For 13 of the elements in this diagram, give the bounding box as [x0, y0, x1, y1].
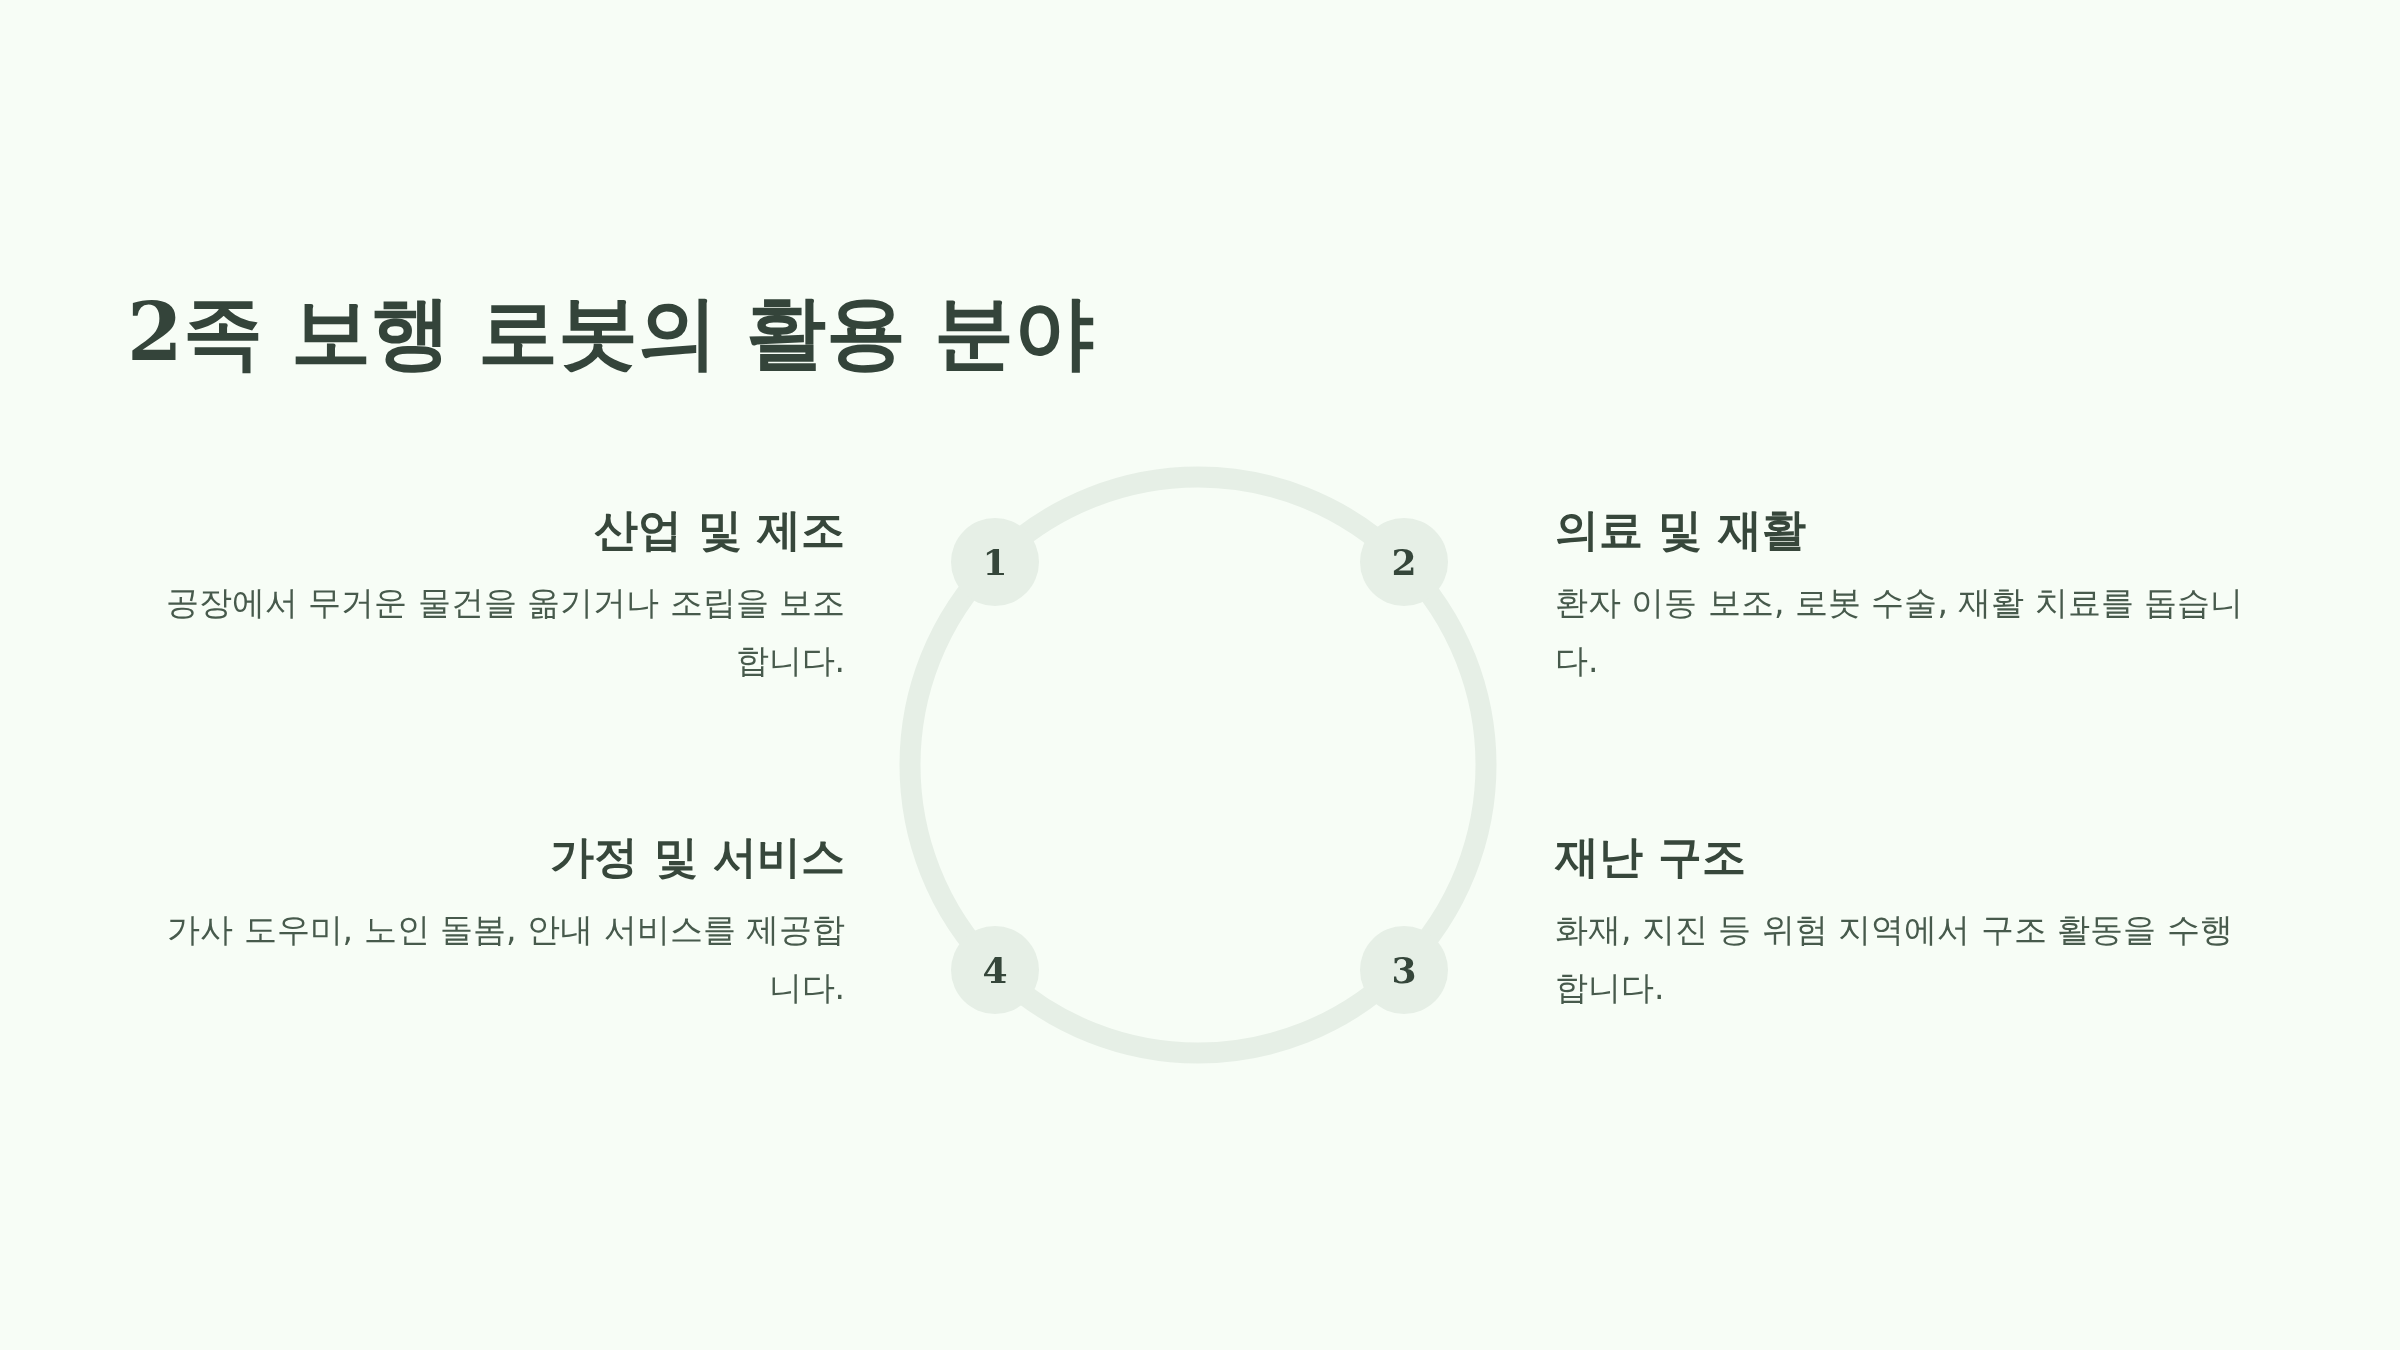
heading: 가정 및 서비스 [549, 830, 845, 884]
number-badge: 3 [1360, 926, 1448, 1014]
description: 환자 이동 보조, 로봇 수술, 재활 치료를 돕습니다. [1555, 582, 2245, 682]
description: 공장에서 무거운 물건을 옮기거나 조립을 보조합니다. [164, 582, 845, 682]
heading: 재난 구조 [1555, 830, 1748, 884]
number-badge: 2 [1360, 518, 1448, 606]
description: 화재, 지진 등 위험 지역에서 구조 활동을 수행합니다. [1555, 909, 2234, 1009]
description: 가사 도우미, 노인 돌봄, 안내 서비스를 제공합니다. [166, 909, 845, 1009]
title: 2족 보행 로봇의 활용 분야 [127, 284, 1095, 381]
number-badge: 1 [951, 518, 1039, 606]
heading: 산업 및 제조 [593, 503, 845, 557]
heading: 의료 및 재활 [1555, 503, 1807, 557]
number-badge: 4 [951, 926, 1039, 1014]
